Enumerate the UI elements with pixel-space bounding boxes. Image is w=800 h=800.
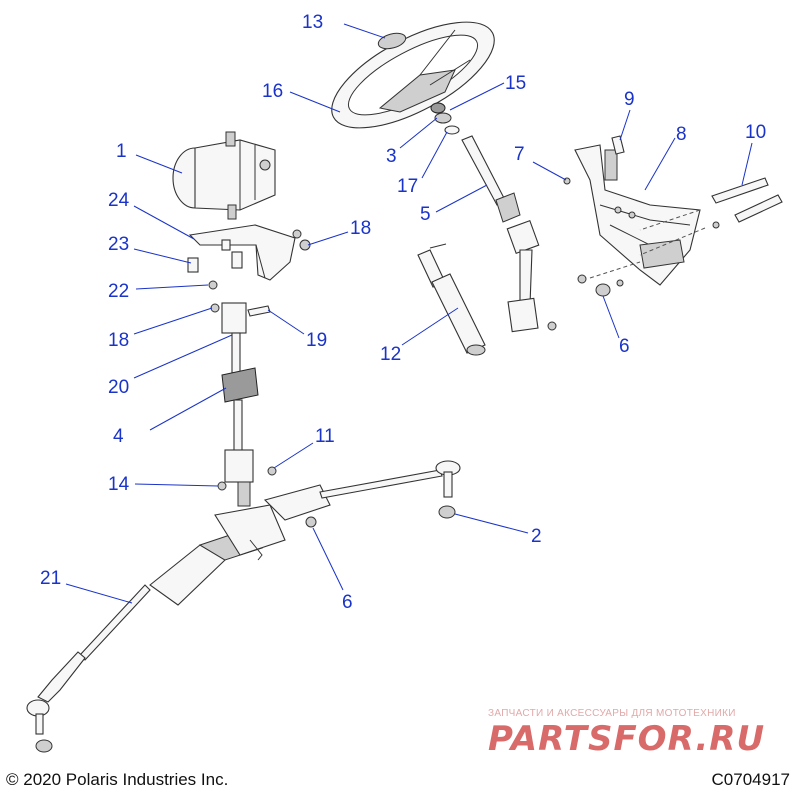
callout-23: 23	[108, 234, 129, 255]
callout-12: 12	[380, 344, 401, 365]
bracket-nuts-6	[577, 261, 641, 297]
callout-24: 24	[108, 190, 130, 211]
callout-11: 11	[315, 426, 335, 447]
mount-hardware	[187, 229, 311, 290]
callout-16: 16	[262, 81, 283, 102]
steering-rack	[26, 460, 461, 735]
callout-4: 4	[113, 426, 124, 447]
callout-7: 7	[514, 144, 525, 165]
callout-14: 14	[108, 474, 130, 495]
watermark-brand: PARTSFOR.RU	[488, 719, 766, 759]
steering-wheel	[331, 21, 495, 129]
callout-19: 19	[306, 330, 327, 351]
mount-bracket	[188, 224, 296, 281]
callout-21: 21	[40, 568, 61, 589]
callout-numbers: 13 16 15 3 17 5 7 8 9 10 6 1 24 23 22 18…	[40, 12, 766, 613]
wheel-nut	[430, 102, 460, 135]
callout-15: 15	[505, 73, 526, 94]
callout-18-lower: 18	[108, 330, 129, 351]
diagram-code: C0704917	[711, 770, 790, 789]
tie-rod-nut-2	[438, 505, 456, 519]
rack-nut-6	[305, 516, 317, 528]
power-steering-unit	[172, 131, 276, 220]
watermark-subtitle: ЗАПЧАСТИ И АКСЕССУАРЫ ДЛЯ МОТОТЕХНИКИ	[488, 708, 736, 719]
copyright-notice: © 2020 Polaris Industries Inc.	[6, 770, 229, 789]
tie-rod-nut-left	[35, 739, 53, 753]
callout-3: 3	[386, 146, 397, 167]
boot-plate	[221, 367, 259, 403]
leader-lines	[65, 23, 753, 604]
lower-u-joint	[217, 399, 277, 507]
horn-cap	[377, 32, 407, 50]
gas-strut	[417, 243, 486, 356]
callout-6-upper: 6	[619, 336, 630, 357]
callout-22: 22	[108, 281, 129, 302]
callout-20: 20	[108, 377, 129, 398]
steering-column	[461, 135, 557, 333]
callout-5: 5	[420, 204, 431, 225]
callout-17: 17	[397, 176, 418, 197]
callout-9: 9	[624, 89, 635, 110]
callout-18-upper: 18	[350, 218, 371, 239]
callout-13: 13	[302, 12, 323, 33]
upper-u-joint	[210, 302, 271, 374]
callout-2: 2	[531, 526, 542, 547]
watermark: ЗАПЧАСТИ И АКСЕССУАРЫ ДЛЯ МОТОТЕХНИКИ PA…	[488, 708, 788, 759]
callout-10: 10	[745, 122, 766, 143]
callout-1: 1	[116, 141, 127, 162]
callout-6-lower: 6	[342, 592, 353, 613]
long-bolts	[639, 177, 783, 256]
bracket-bolt-9	[611, 135, 625, 155]
callout-8: 8	[676, 124, 687, 145]
column-bracket	[574, 144, 701, 286]
